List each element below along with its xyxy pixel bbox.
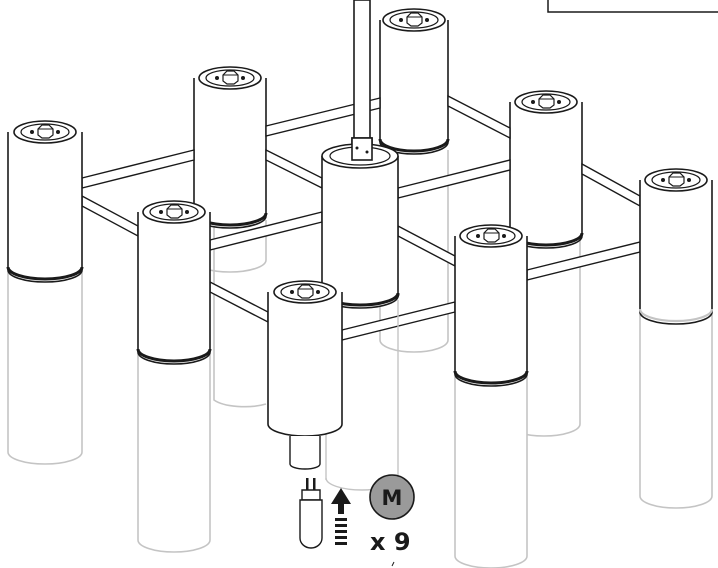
bottom-mark <box>391 561 395 567</box>
insert-arrow-icon <box>331 488 351 545</box>
fixture-back-top <box>378 8 450 155</box>
part-label: M <box>382 486 403 510</box>
bulb-icon <box>299 478 323 549</box>
fixture-front <box>267 280 343 470</box>
part-m-badge: M <box>369 474 415 520</box>
fixture-far-right <box>638 168 714 509</box>
fixture-mid-left <box>136 200 212 553</box>
fixture-far-left <box>6 120 84 465</box>
socket <box>289 436 321 470</box>
fixture-back-left <box>192 66 268 229</box>
diffuser-mid-left <box>213 200 267 408</box>
info-box-corner <box>547 0 718 13</box>
fixture-back-right <box>508 90 584 249</box>
fixture-mid-right <box>453 224 529 568</box>
diffuser-back-top <box>379 150 449 353</box>
quantity-label: x 9 <box>370 528 411 556</box>
